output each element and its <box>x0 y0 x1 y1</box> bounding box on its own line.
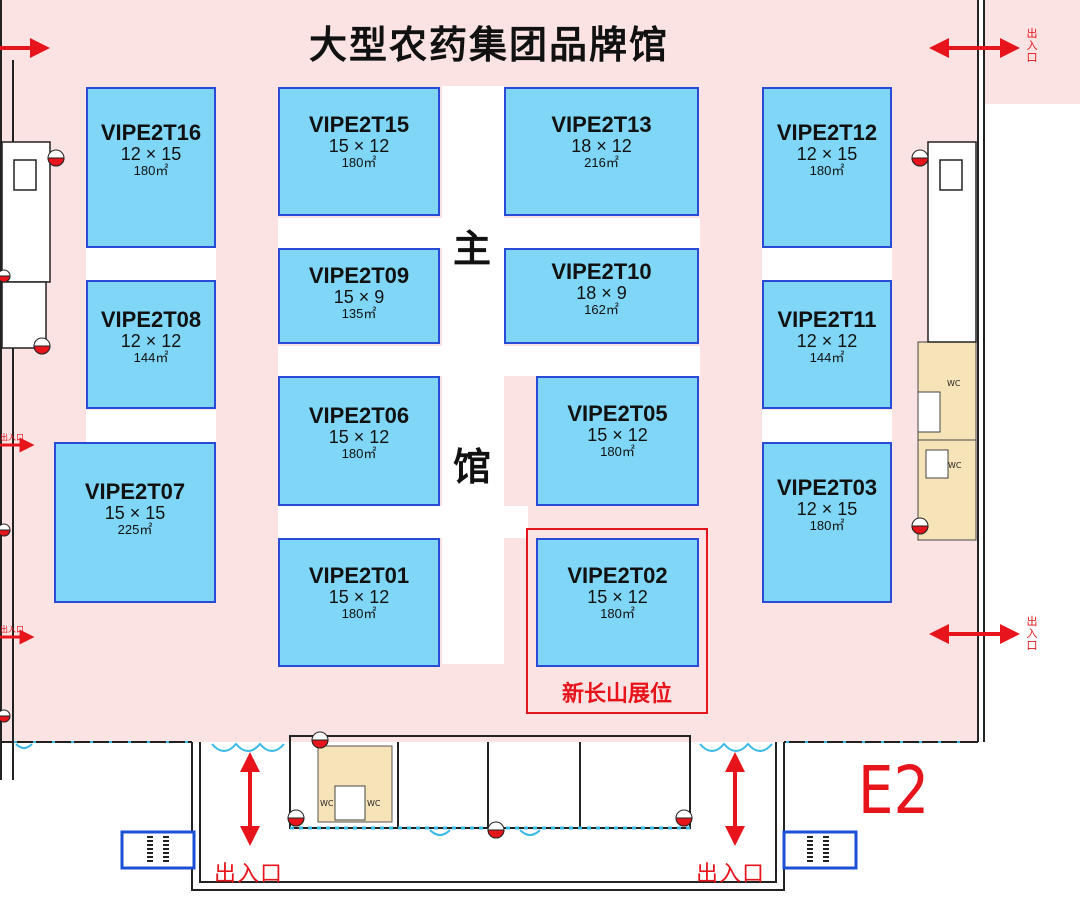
booth-id: VIPE2T15 <box>308 112 410 137</box>
aisle-top-left <box>86 248 216 280</box>
booth-area: 180㎡ <box>809 518 845 533</box>
booth-dimensions: 12 × 12 <box>796 331 858 351</box>
booth-area: 180㎡ <box>341 446 377 461</box>
aisle-center-row-1 <box>278 218 700 248</box>
booth-dimensions: 15 × 12 <box>587 587 648 607</box>
booth-area: 180㎡ <box>809 163 845 178</box>
booth-area: 144㎡ <box>133 350 169 365</box>
booth-id: VIPE2T06 <box>308 403 410 428</box>
booth-area: 180㎡ <box>133 163 169 178</box>
booth-dimensions: 15 × 15 <box>104 503 166 523</box>
booth-area: 225㎡ <box>117 522 153 537</box>
stairs-icon-right <box>927 141 977 343</box>
aisle-right-mid <box>762 410 892 442</box>
booth-id: VIPE2T11 <box>777 307 877 332</box>
booth-dimensions: 15 × 9 <box>333 287 385 307</box>
exit-label-right-lower: 出 入 口 <box>1026 615 1038 652</box>
booth-vipe2t10[interactable]: VIPE2T10 18 × 9 162㎡ <box>504 248 699 344</box>
booth-vipe2t11[interactable]: VIPE2T11 12 × 12 144㎡ <box>762 280 892 409</box>
wc-label: WC <box>367 799 381 808</box>
booth-dimensions: 12 × 12 <box>120 331 182 351</box>
booth-id: VIPE2T16 <box>100 120 202 145</box>
booth-id: VIPE2T09 <box>308 263 410 288</box>
booth-id: VIPE2T07 <box>84 479 186 504</box>
booth-vipe2t16[interactable]: VIPE2T16 12 × 15 180㎡ <box>86 87 216 248</box>
highlight-frame <box>526 528 708 714</box>
exit-label-right-top: 出 入 口 <box>1026 27 1038 64</box>
exit-label-left-lower: 出入口 <box>0 625 24 634</box>
booth-vipe2t08[interactable]: VIPE2T08 12 × 12 144㎡ <box>86 280 216 409</box>
hall-title: 大型农药集团品牌馆 <box>308 23 669 67</box>
wc-label: WC <box>320 799 334 808</box>
booth-area: 162㎡ <box>584 302 619 317</box>
booth-area: 144㎡ <box>809 350 845 365</box>
door-swing-marks <box>15 742 773 836</box>
exit-label-bottom-left: 出入口 <box>214 862 284 887</box>
booth-id: VIPE2T05 <box>567 401 668 426</box>
booth-vipe2t13[interactable]: VIPE2T13 18 × 12 216㎡ <box>504 87 699 216</box>
booth-id: VIPE2T13 <box>551 112 652 137</box>
stairs-icon-left <box>1 141 51 349</box>
booth-dimensions: 15 × 12 <box>587 425 648 445</box>
booth-area: 135㎡ <box>341 306 377 321</box>
booth-id: VIPE2T12 <box>776 120 878 145</box>
restroom-right <box>917 341 977 541</box>
booth-id: VIPE2T02 <box>567 563 668 588</box>
hall-label-top: 主 <box>453 227 492 271</box>
booth-id: VIPE2T10 <box>551 259 652 284</box>
booth-area: 180㎡ <box>600 444 635 459</box>
booth-vipe2t01[interactable]: VIPE2T01 15 × 12 180㎡ <box>278 538 440 667</box>
aisle-center-row-3 <box>278 506 528 538</box>
booth-dimensions: 12 × 15 <box>120 144 182 164</box>
booth-area: 216㎡ <box>584 155 619 170</box>
booth-id: VIPE2T03 <box>776 475 878 500</box>
booth-dimensions: 12 × 15 <box>796 499 858 519</box>
hall-wall-left <box>0 0 2 780</box>
booth-vipe2t02[interactable]: VIPE2T02 15 × 12 180㎡ <box>536 538 699 667</box>
booth-dimensions: 15 × 12 <box>328 136 390 156</box>
exit-label-left-mid: 出入口 <box>0 433 24 442</box>
booth-vipe2t15[interactable]: VIPE2T15 15 × 12 180㎡ <box>278 87 440 216</box>
booth-dimensions: 12 × 15 <box>796 144 858 164</box>
booth-area: 180㎡ <box>341 606 377 621</box>
booth-vipe2t09[interactable]: VIPE2T09 15 × 9 135㎡ <box>278 248 440 344</box>
hall-wall-left-outer <box>12 60 14 780</box>
booth-vipe2t07[interactable]: VIPE2T07 15 × 15 225㎡ <box>54 442 216 603</box>
booth-id: VIPE2T01 <box>308 563 410 588</box>
hall-wall-right <box>977 0 979 742</box>
booth-dimensions: 18 × 12 <box>571 136 632 156</box>
gate-label: E2 <box>858 752 930 829</box>
booth-dimensions: 15 × 12 <box>328 427 390 447</box>
aisle-left-mid <box>86 410 216 442</box>
booth-dimensions: 18 × 9 <box>576 283 627 303</box>
booth-vipe2t05[interactable]: VIPE2T05 15 × 12 180㎡ <box>536 376 699 506</box>
booth-vipe2t12[interactable]: VIPE2T12 12 × 15 180㎡ <box>762 87 892 248</box>
hall-label-bottom: 馆 <box>453 445 492 489</box>
exit-label-bottom-right: 出入口 <box>696 862 766 887</box>
escalator-icon-left <box>120 830 196 870</box>
booth-vipe2t03[interactable]: VIPE2T03 12 × 15 180㎡ <box>762 442 892 603</box>
escalator-icon-right <box>782 830 858 870</box>
aisle-right-top <box>762 248 892 280</box>
booth-area: 180㎡ <box>600 606 635 621</box>
highlight-label: 新长山展位 <box>561 682 672 707</box>
booth-area: 180㎡ <box>341 155 377 170</box>
hall-wall-right-outer <box>983 0 985 742</box>
booth-id: VIPE2T08 <box>100 307 202 332</box>
wc-label: WC <box>947 379 961 388</box>
aisle-center-row-2 <box>278 346 700 376</box>
booth-dimensions: 15 × 12 <box>328 587 390 607</box>
booth-vipe2t06[interactable]: VIPE2T06 15 × 12 180㎡ <box>278 376 440 506</box>
wc-label: WC <box>948 461 962 470</box>
fire-hydrant-icons <box>0 149 929 839</box>
